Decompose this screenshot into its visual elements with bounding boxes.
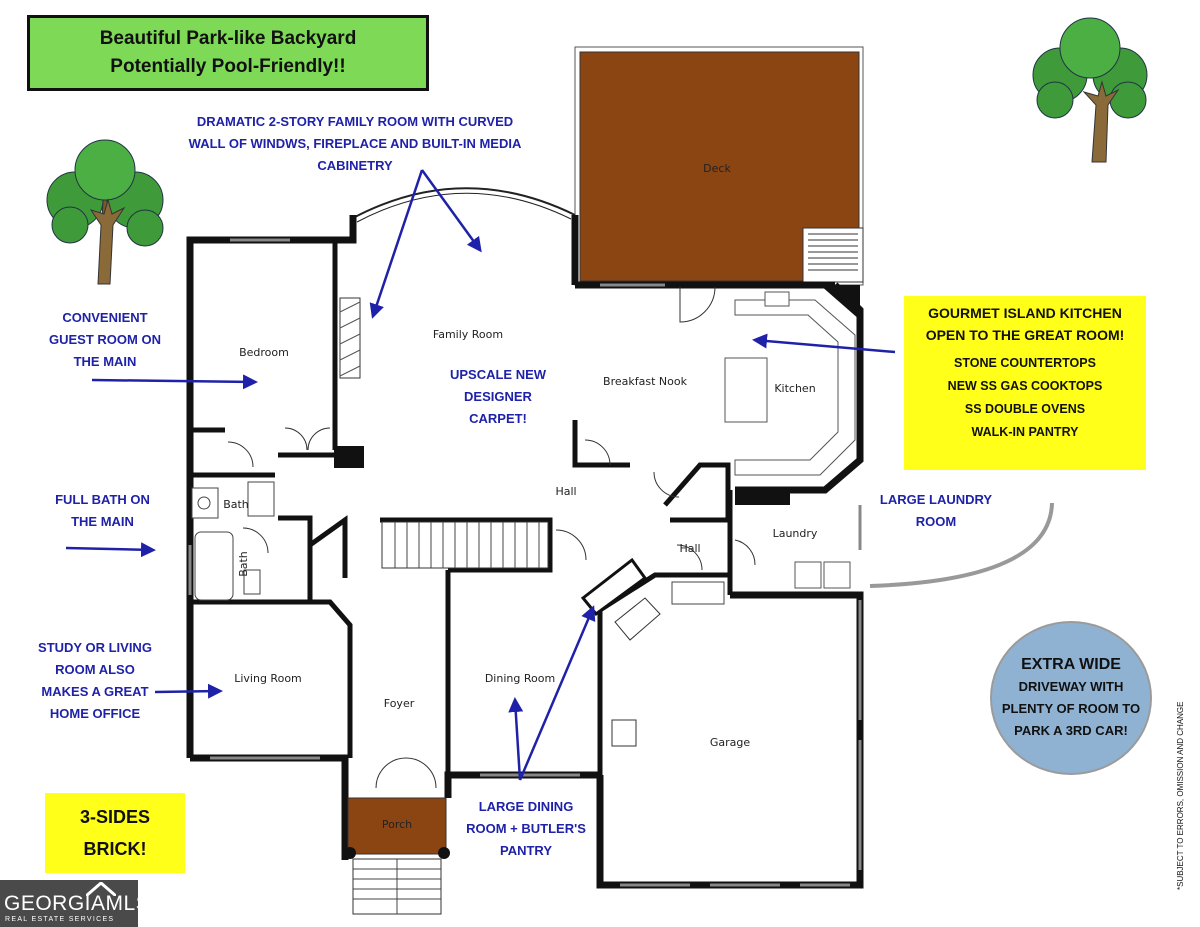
note-carpet: UPSCALE NEW DESIGNER CARPET! (449, 367, 547, 426)
kitchen-features-box: GOURMET ISLAND KITCHEN OPEN TO THE GREAT… (904, 296, 1146, 470)
room-label-dining-room: Dining Room (485, 672, 555, 685)
tree-icon-left (46, 139, 164, 285)
interior-walls (190, 240, 733, 775)
note-guest-room: CONVENIENT GUEST ROOM ON THE MAIN (49, 310, 161, 369)
brick-box: 3-SIDES BRICK! (45, 793, 185, 873)
deck-stair-treads (808, 233, 858, 271)
room-label-foyer: Foyer (384, 697, 415, 710)
room-label-bedroom: Bedroom (239, 346, 289, 359)
deck-stairs (802, 227, 864, 283)
note-study: STUDY OR LIVING ROOM ALSO MAKES A GREAT … (38, 640, 152, 721)
tree-icon-right (1032, 17, 1148, 163)
room-label-hall: Hall (555, 485, 576, 498)
banner-line-1: Beautiful Park-like Backyard (99, 28, 357, 49)
room-label-breakfast-nook: Breakfast Nook (603, 375, 688, 388)
room-label-bath-upper: Bath (223, 498, 249, 511)
room-label-laundry: Laundry (773, 527, 818, 540)
doors (227, 286, 756, 789)
room-label-bath-lower: Bath (237, 551, 250, 577)
disclaimer: *SUBJECT TO ERRORS, OMISSION AND CHANGE (1176, 701, 1185, 890)
note-family-room: DRAMATIC 2-STORY FAMILY ROOM WITH CURVED… (188, 114, 522, 173)
porch (347, 797, 447, 855)
bath-fixtures (191, 481, 275, 601)
house-roof-icon (86, 882, 116, 896)
note-laundry: LARGE LAUNDRY ROOM (879, 492, 993, 529)
room-label-garage: Garage (710, 736, 751, 749)
room-label-hall-small: Hall (679, 542, 700, 555)
annotation-arrows (65, 169, 896, 781)
room-label-living-room: Living Room (234, 672, 302, 685)
laundry-appliances (794, 561, 851, 589)
note-dining: LARGE DINING ROOM + BUTLER'S PANTRY (466, 799, 586, 858)
backyard-banner: Beautiful Park-like Backyard Potentially… (27, 15, 429, 91)
driveway-note: EXTRA WIDE DRIVEWAY WITH PLENTY OF ROOM … (990, 621, 1152, 775)
room-label-family-room: Family Room (433, 328, 503, 341)
note-full-bath: FULL BATH ON THE MAIN (55, 492, 150, 529)
banner-line-2: Potentially Pool-Friendly!! (110, 56, 346, 77)
windows (188, 238, 862, 887)
main-staircase (381, 521, 549, 569)
room-label-porch: Porch (382, 818, 412, 831)
curved-window-wall (352, 187, 576, 219)
driveway-edge (869, 502, 1054, 588)
kitchen-counters (724, 291, 856, 476)
room-label-deck: Deck (703, 162, 731, 175)
room-label-kitchen: Kitchen (774, 382, 815, 395)
georgiamls-logo: GEORGIAMLS REAL ESTATE SERVICES (0, 880, 150, 927)
